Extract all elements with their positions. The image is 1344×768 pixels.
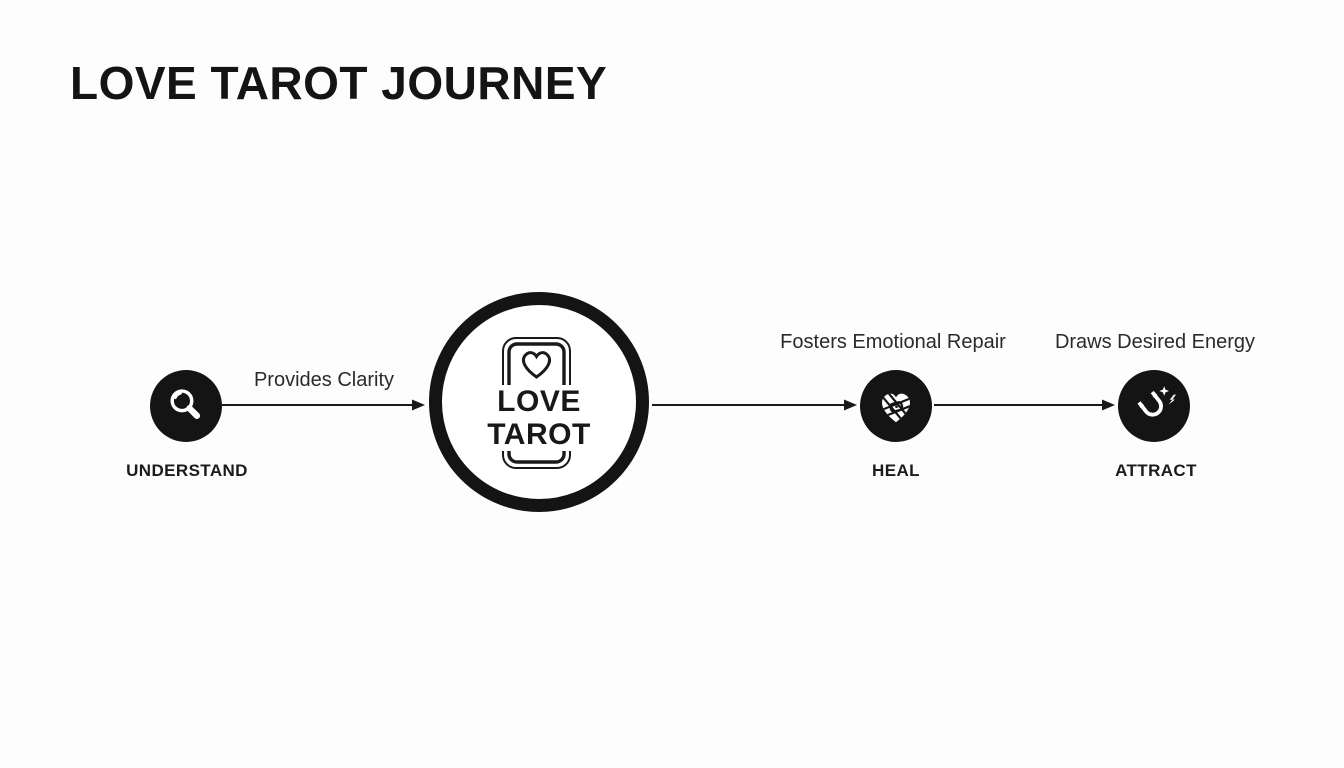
arrow-heal-to-attract — [934, 399, 1115, 411]
node-heal — [860, 370, 932, 442]
arrow-understand-to-tarot — [222, 399, 425, 411]
node-love-tarot: LOVE TAROT — [429, 292, 649, 512]
annotation-attract: Draws Desired Energy — [1054, 331, 1256, 353]
node-understand — [150, 370, 222, 442]
arrow-tarot-to-heal — [652, 399, 857, 411]
page-title: LOVE TAROT JOURNEY — [70, 57, 608, 109]
node-understand-label: UNDERSTAND — [126, 461, 248, 480]
magnifying-glass-icon — [163, 383, 209, 429]
love-tarot-line1: LOVE — [492, 385, 586, 418]
node-love-tarot-label: LOVE TAROT — [429, 385, 649, 451]
node-attract — [1118, 370, 1190, 442]
edge-provides-clarity-label: Provides Clarity — [253, 369, 395, 391]
magnet-icon — [1130, 382, 1178, 430]
node-attract-label: ATTRACT — [1115, 461, 1197, 480]
bandaged-heart-icon — [872, 382, 920, 430]
node-heal-label: HEAL — [872, 461, 920, 480]
annotation-heal: Fosters Emotional Repair — [780, 331, 1006, 353]
love-tarot-line2: TAROT — [482, 418, 596, 451]
